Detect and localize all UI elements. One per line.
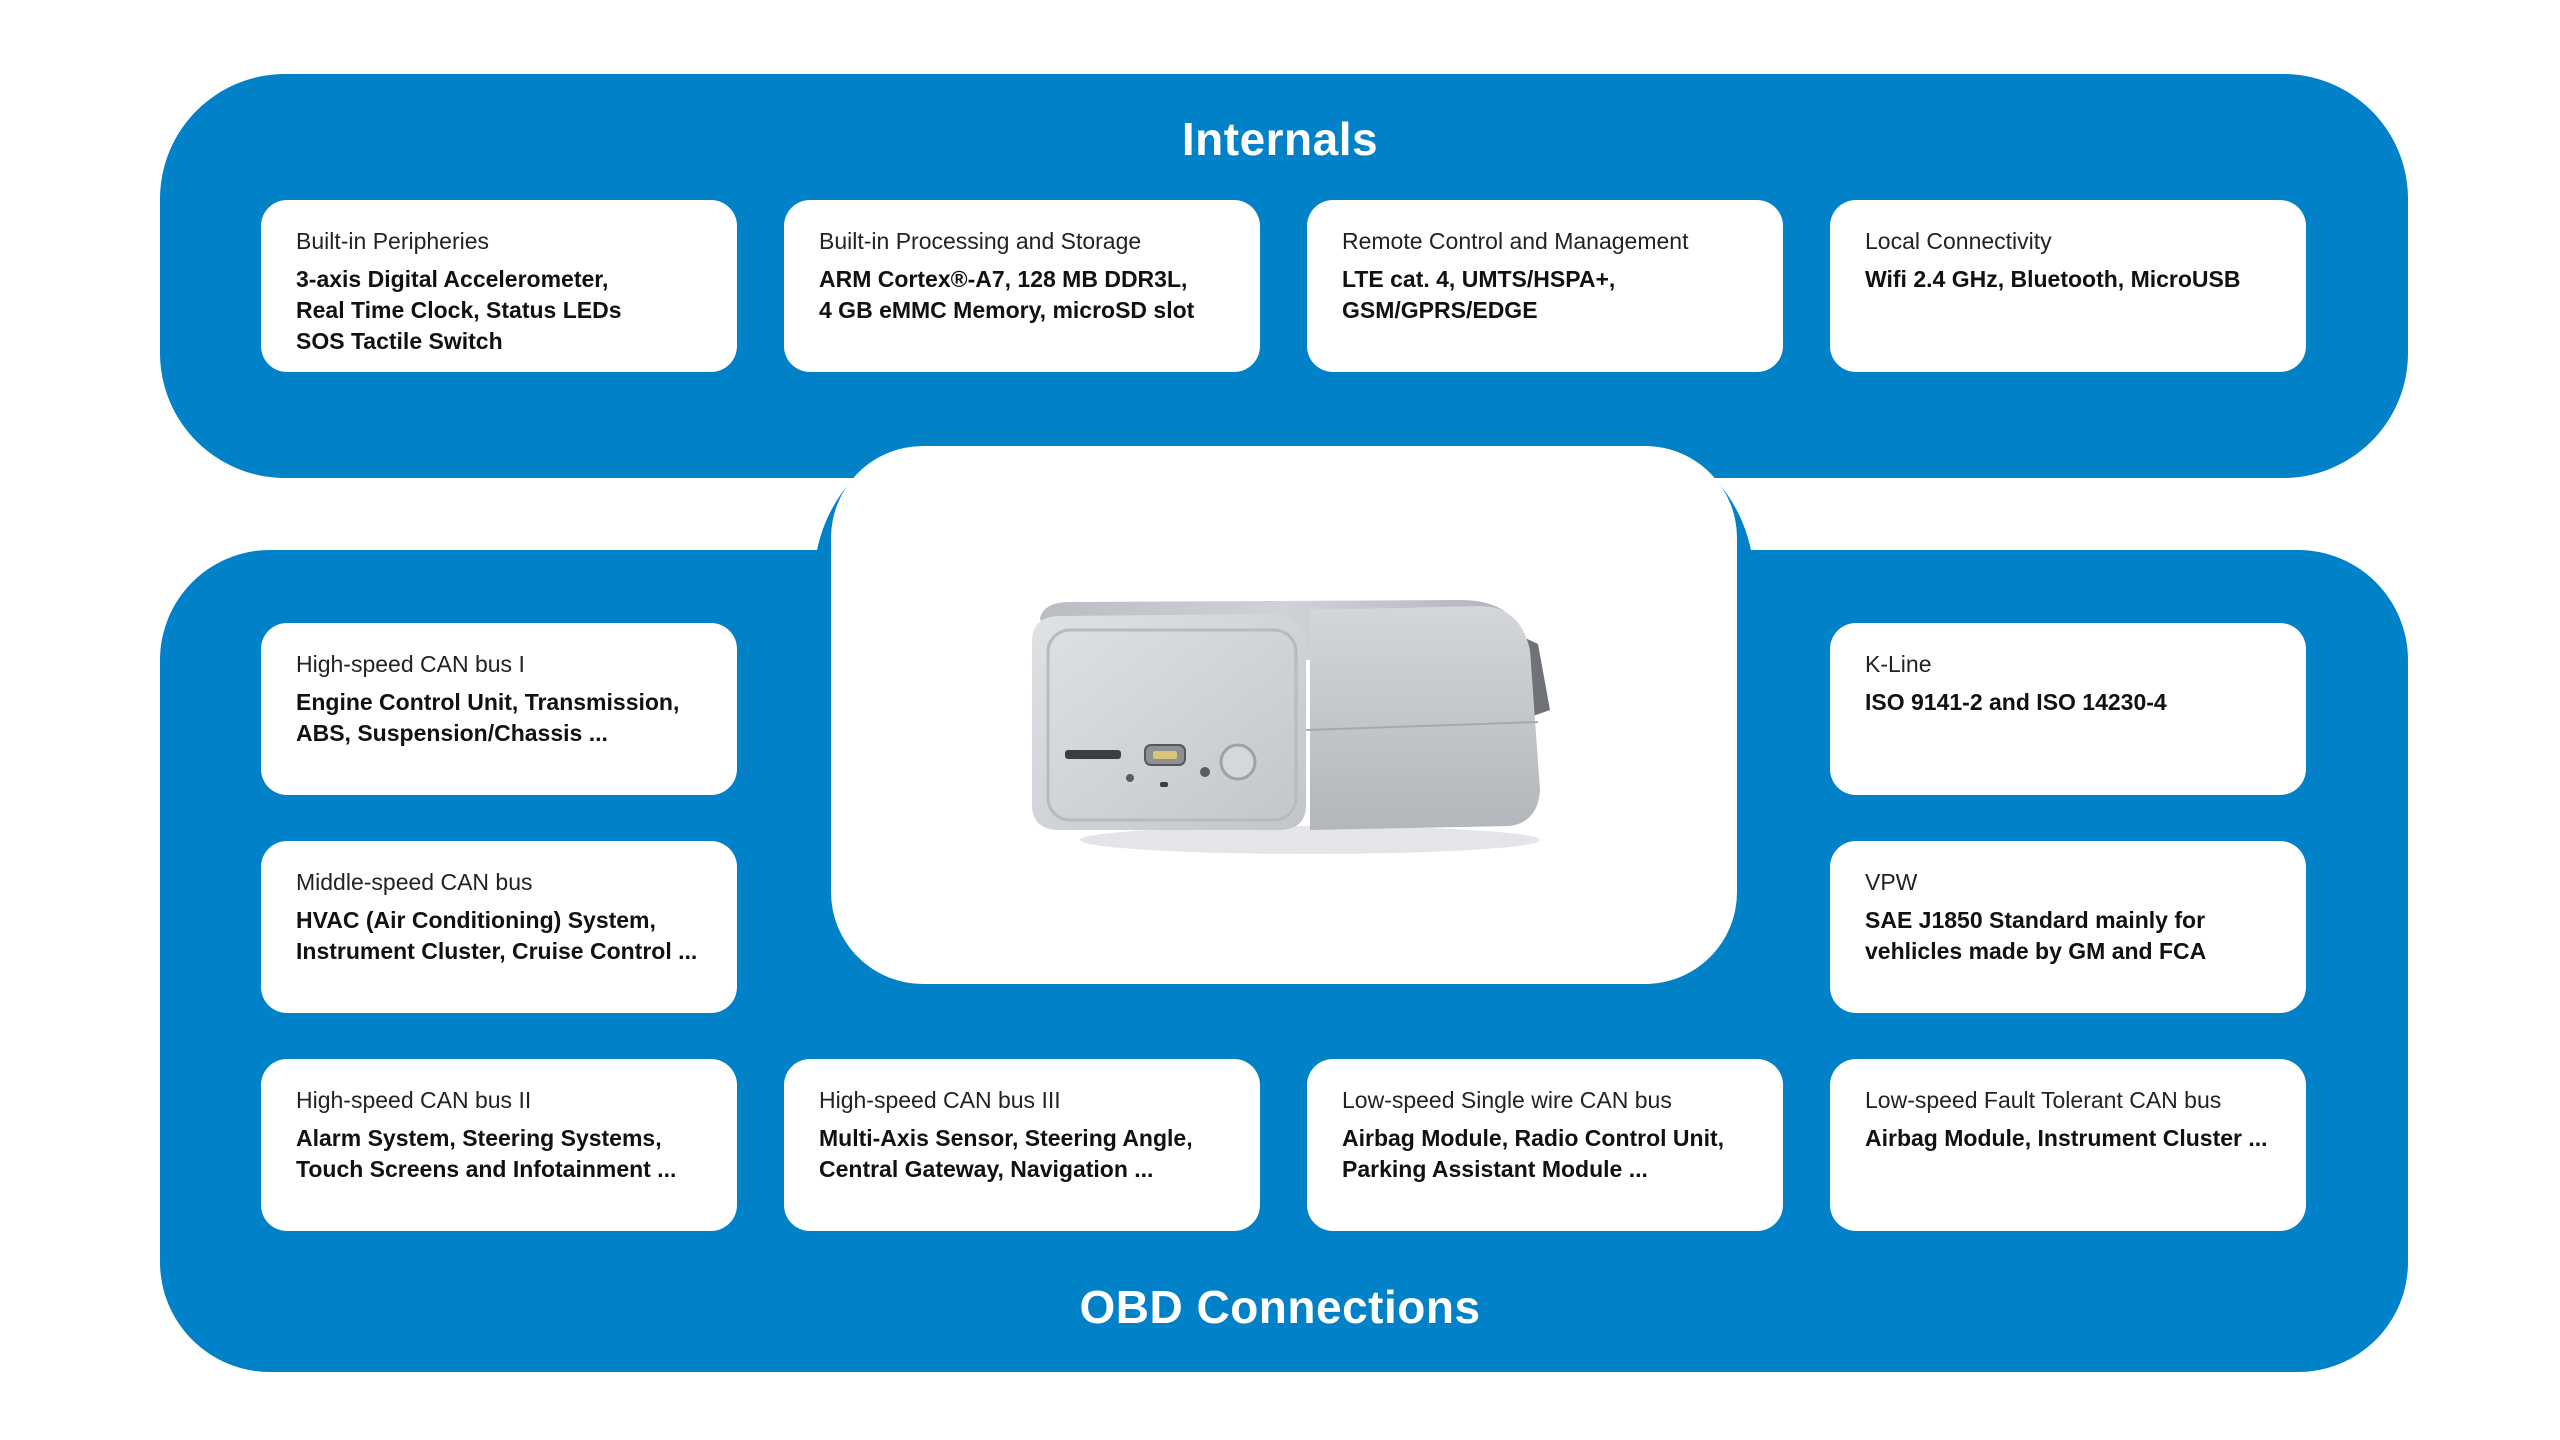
obd-connections-title: OBD Connections: [1079, 1281, 1481, 1333]
card-low-speed-fault-tolerant-can-bus: Low-speed Fault Tolerant CAN bus Airbag …: [1830, 1059, 2306, 1231]
card-high-speed-can-bus-3: High-speed CAN bus III Multi-Axis Sensor…: [784, 1059, 1260, 1231]
card-title: High-speed CAN bus II: [296, 1087, 532, 1113]
card-detail: Real Time Clock, Status LEDs: [296, 297, 622, 323]
card-local-connectivity: Local Connectivity Wifi 2.4 GHz, Bluetoo…: [1830, 200, 2306, 372]
card-remote-control-and-management: Remote Control and Management LTE cat. 4…: [1307, 200, 1783, 372]
card-title: Built-in Peripheries: [296, 228, 490, 254]
card-title: Local Connectivity: [1865, 228, 2052, 254]
card-high-speed-can-bus-2: High-speed CAN bus II Alarm System, Stee…: [261, 1059, 737, 1231]
card-high-speed-can-bus-1: High-speed CAN bus I Engine Control Unit…: [261, 623, 737, 795]
card-title: Built-in Processing and Storage: [819, 228, 1142, 254]
card-title: Remote Control and Management: [1342, 228, 1689, 254]
card-detail: vehlicles made by GM and FCA: [1865, 938, 2207, 964]
card-detail: Airbag Module, Radio Control Unit,: [1342, 1125, 1725, 1151]
card-built-in-peripheries: Built-in Peripheries 3-axis Digital Acce…: [261, 200, 737, 372]
card-detail: ABS, Suspension/Chassis ...: [296, 720, 608, 746]
card-detail: ISO 9141-2 and ISO 14230-4: [1865, 689, 2167, 715]
card-title: VPW: [1865, 869, 1918, 895]
card-detail: SAE J1850 Standard mainly for: [1865, 907, 2206, 933]
card-title: Low-speed Single wire CAN bus: [1342, 1087, 1672, 1113]
telematics-device-image: [1032, 600, 1550, 854]
card-detail: GSM/GPRS/EDGE: [1342, 297, 1538, 323]
card-detail: 3-axis Digital Accelerometer,: [296, 266, 609, 292]
card-detail: Instrument Cluster, Cruise Control ...: [296, 938, 698, 964]
card-built-in-processing-and-storage: Built-in Processing and Storage ARM Cort…: [784, 200, 1260, 372]
card-title: K-Line: [1865, 651, 1932, 677]
card-detail: Central Gateway, Navigation ...: [819, 1156, 1154, 1182]
card-title: Middle-speed CAN bus: [296, 869, 533, 895]
card-k-line: K-Line ISO 9141-2 and ISO 14230-4: [1830, 623, 2306, 795]
card-detail: Touch Screens and Infotainment ...: [296, 1156, 677, 1182]
card-detail: Alarm System, Steering Systems,: [296, 1125, 662, 1151]
card-detail: Parking Assistant Module ...: [1342, 1156, 1648, 1182]
card-detail: ARM Cortex®-A7, 128 MB DDR3L,: [819, 266, 1188, 292]
card-detail: Airbag Module, Instrument Cluster ...: [1865, 1125, 2268, 1151]
card-detail: Multi-Axis Sensor, Steering Angle,: [819, 1125, 1193, 1151]
card-title: Low-speed Fault Tolerant CAN bus: [1865, 1087, 2222, 1113]
card-detail: HVAC (Air Conditioning) System,: [296, 907, 656, 933]
internals-title: Internals: [1181, 113, 1379, 165]
card-detail: 4 GB eMMC Memory, microSD slot: [819, 297, 1195, 323]
card-detail: LTE cat. 4, UMTS/HSPA+,: [1342, 266, 1616, 292]
card-detail: Wifi 2.4 GHz, Bluetooth, MicroUSB: [1865, 266, 2241, 292]
card-detail: SOS Tactile Switch: [296, 328, 503, 354]
card-detail: Engine Control Unit, Transmission,: [296, 689, 680, 715]
card-low-speed-single-wire-can-bus: Low-speed Single wire CAN bus Airbag Mod…: [1307, 1059, 1783, 1231]
card-title: High-speed CAN bus I: [296, 651, 525, 677]
card-middle-speed-can-bus: Middle-speed CAN bus HVAC (Air Condition…: [261, 841, 737, 1013]
card-title: High-speed CAN bus III: [819, 1087, 1061, 1113]
card-vpw: VPW SAE J1850 Standard mainly for vehlic…: [1830, 841, 2306, 1013]
